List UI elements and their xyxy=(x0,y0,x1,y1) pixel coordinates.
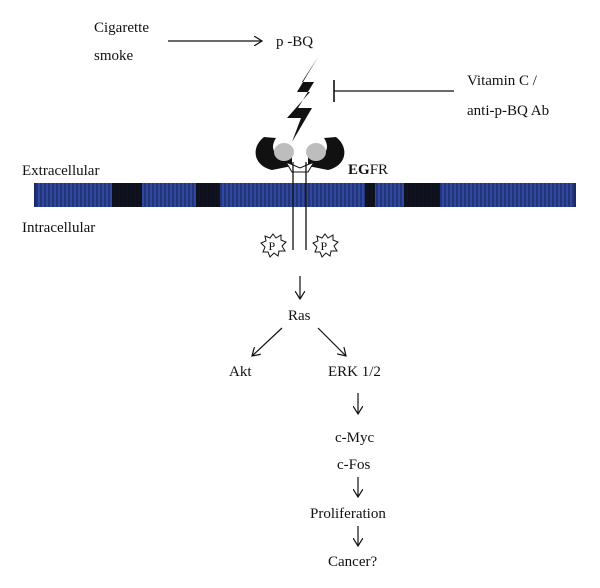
egfr-left-pocket xyxy=(274,143,294,161)
egfr-left-lobe-icon xyxy=(255,137,292,170)
egfr-label: EGFR xyxy=(348,162,388,178)
pbq-lightning-icon xyxy=(287,57,318,142)
vitamin-c-label: Vitamin C / xyxy=(467,73,538,89)
ras-to-akt-arrow xyxy=(252,327,283,356)
phosphate-star-right xyxy=(312,233,339,258)
phosphate-star-left xyxy=(260,233,287,258)
extracellular-label: Extracellular xyxy=(22,163,99,179)
egfr-stem-top xyxy=(284,160,316,173)
membrane-dark-patch-2 xyxy=(196,183,220,207)
pbq-label: p -BQ xyxy=(276,34,313,50)
ras-label: Ras xyxy=(288,308,311,324)
cigarette-label: Cigarette xyxy=(94,20,149,36)
phosphate-label-left: P xyxy=(269,239,276,253)
smoke-label: smoke xyxy=(94,48,134,64)
anti-pbq-ab-label: anti-p-BQ Ab xyxy=(467,103,549,119)
erk-label: ERK 1/2 xyxy=(328,364,381,380)
phosphate-label-right: P xyxy=(321,239,328,253)
cancer-label: Cancer? xyxy=(328,554,377,570)
cmyc-label: c-Myc xyxy=(335,430,374,446)
cfos-label: c-Fos xyxy=(337,457,370,473)
membrane-dark-patch-4 xyxy=(404,183,440,207)
membrane-dark-patch-1 xyxy=(112,183,142,207)
akt-label: Akt xyxy=(229,364,252,380)
proliferation-label: Proliferation xyxy=(310,506,386,522)
membrane-dark-patch-3 xyxy=(365,183,375,207)
ras-to-erk-arrow xyxy=(317,327,346,356)
egfr-right-pocket xyxy=(306,143,326,161)
egfr-right-lobe-icon xyxy=(308,137,345,170)
intracellular-label: Intracellular xyxy=(22,220,95,236)
